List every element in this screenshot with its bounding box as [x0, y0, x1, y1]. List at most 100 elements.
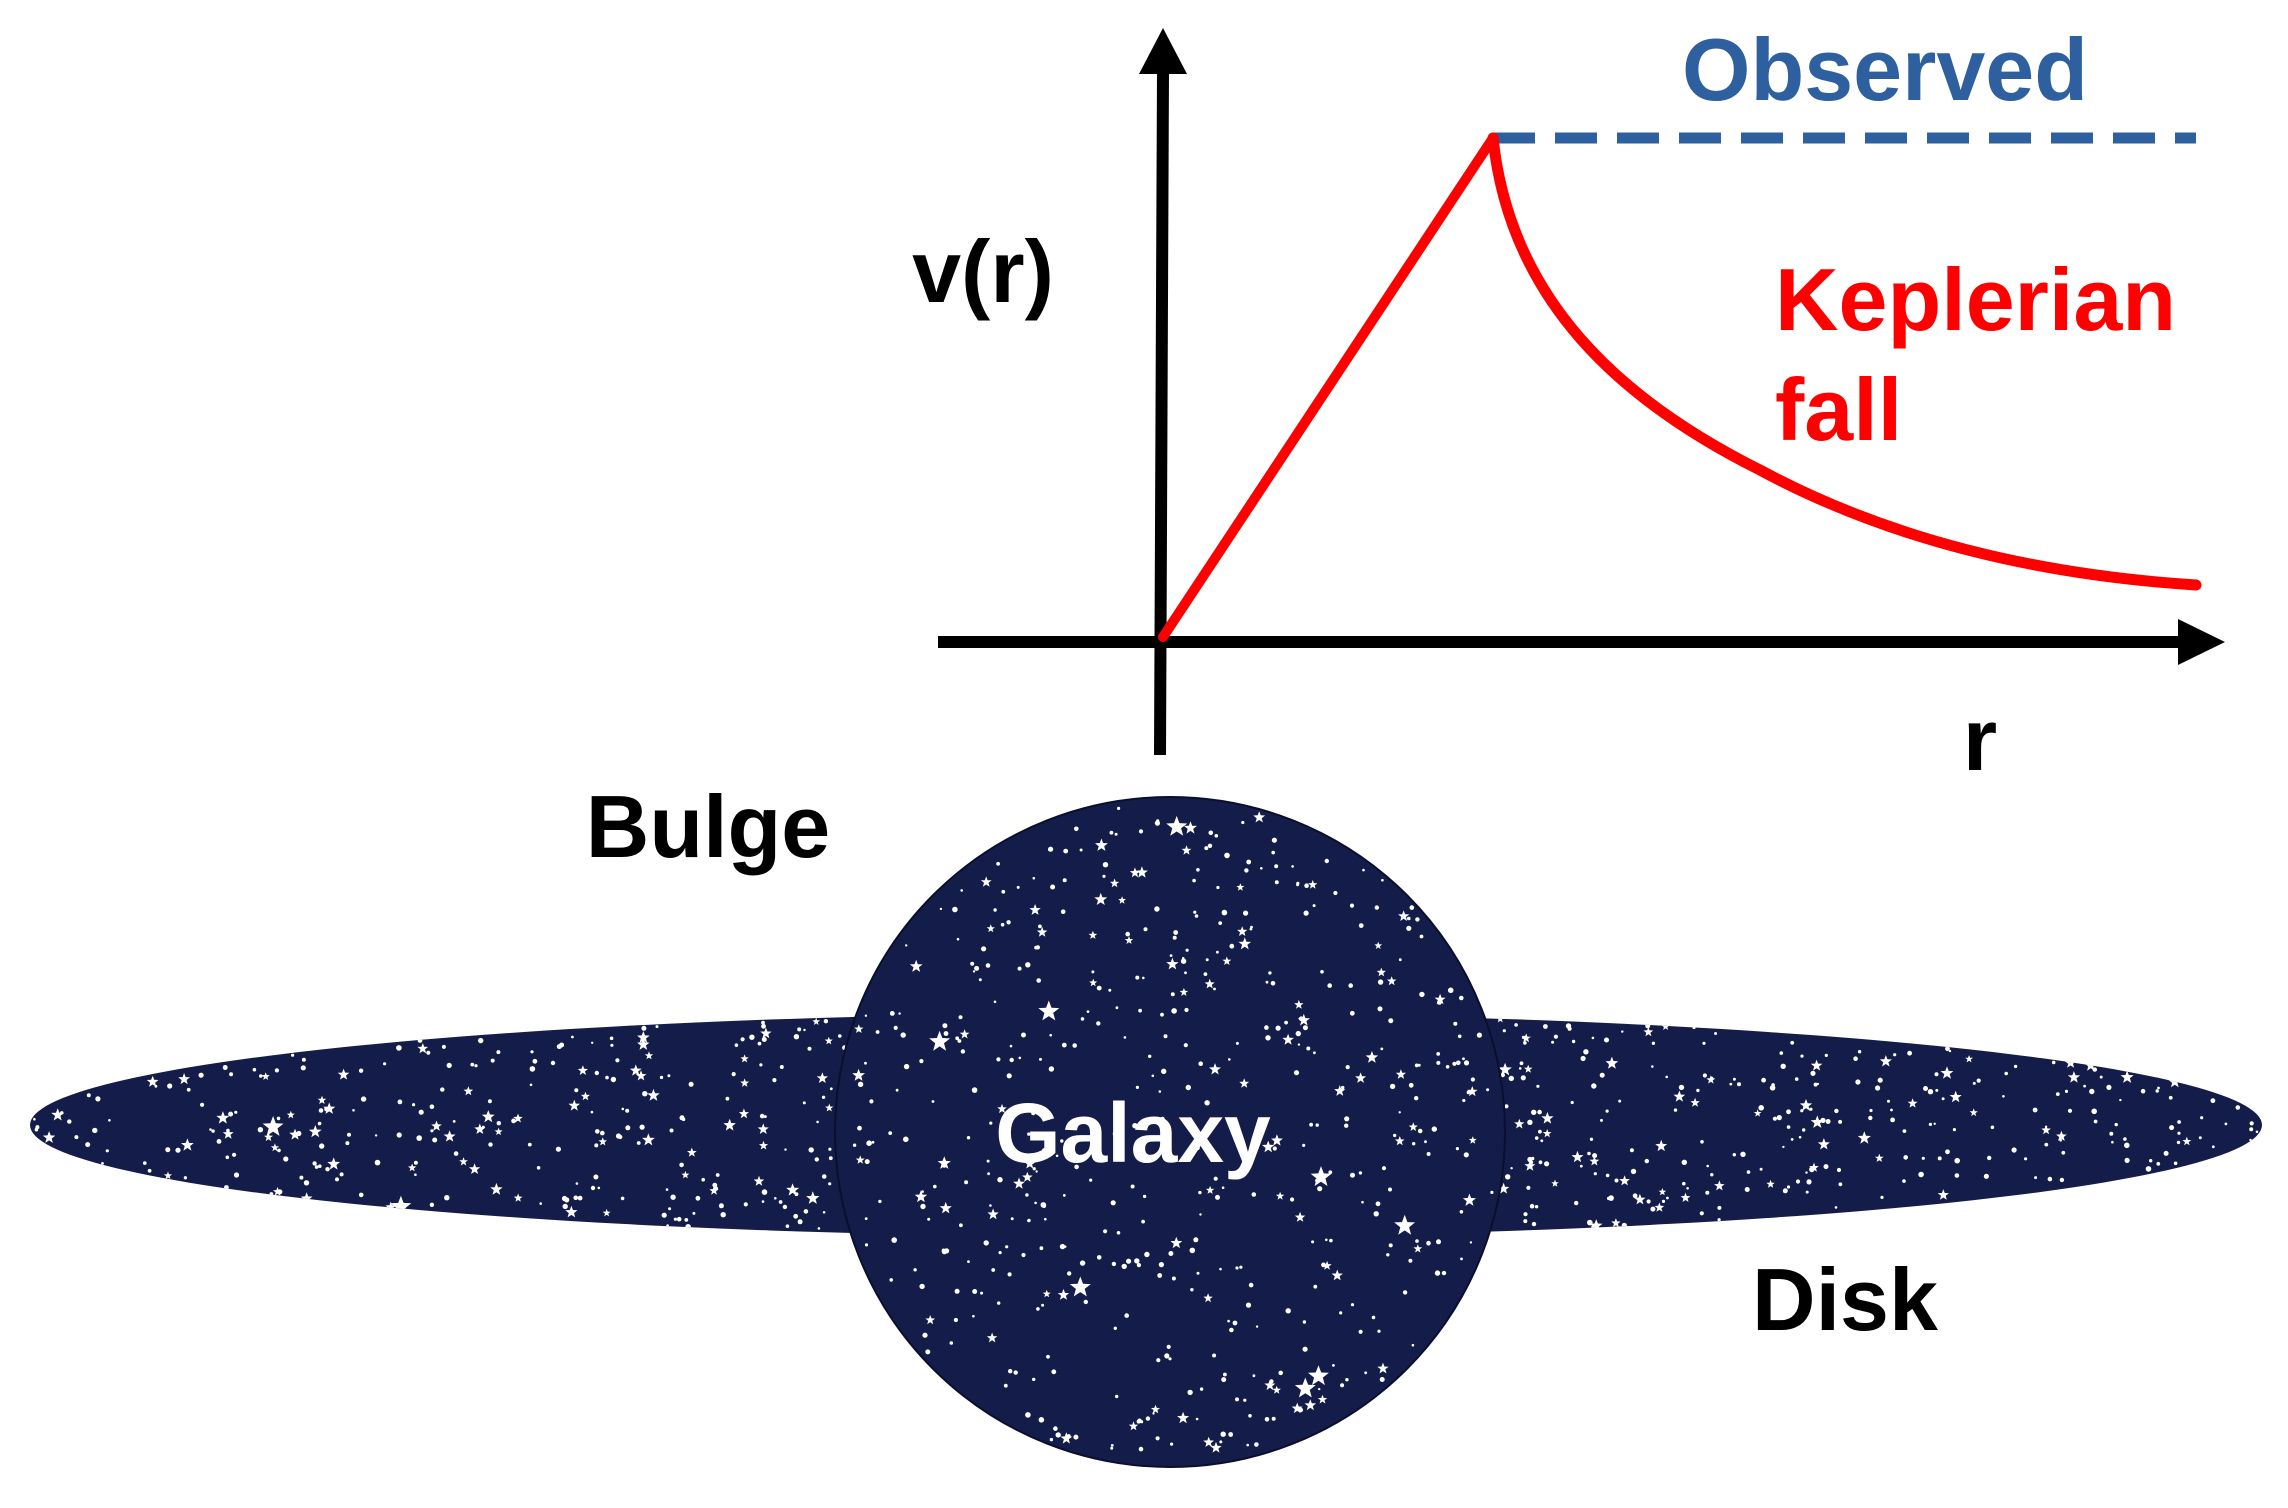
star-dot: [922, 1332, 928, 1338]
star-shape: [1317, 1394, 1328, 1404]
star-dot: [959, 1223, 963, 1228]
star-dot: [1470, 1077, 1475, 1082]
star-dot: [296, 1130, 302, 1137]
star-dot: [1514, 1023, 1518, 1027]
star-dot: [1463, 1152, 1469, 1158]
star-shape: [1661, 1022, 1670, 1030]
star-dot: [794, 1192, 799, 1197]
star-dot: [418, 1109, 424, 1115]
star-dot: [1203, 972, 1208, 976]
star-dot: [1536, 1084, 1540, 1088]
star-shape: [272, 1186, 283, 1196]
star-dot: [1729, 1082, 1733, 1086]
star-dot: [1251, 1192, 1257, 1197]
star-dot: [1408, 1258, 1413, 1263]
star-dot: [1379, 1377, 1385, 1382]
star-dot: [1782, 1188, 1788, 1194]
star-shape: [939, 1201, 952, 1214]
star-dot: [1232, 1320, 1238, 1326]
star-dot: [829, 1087, 833, 1091]
star-dot: [1116, 1231, 1121, 1235]
star-shape: [1057, 1288, 1070, 1300]
star-dot: [1411, 1343, 1415, 1347]
star-dot: [1074, 826, 1079, 832]
star-dot: [1371, 1315, 1376, 1320]
star-dot: [1534, 1205, 1539, 1209]
star-dot: [1035, 945, 1040, 950]
star-shape: [1042, 1289, 1051, 1298]
star-dot: [1345, 1378, 1349, 1382]
star-dot: [1245, 1302, 1252, 1308]
star-dot: [1510, 1167, 1513, 1170]
star-dot: [1144, 1251, 1150, 1258]
star-shape: [1514, 1118, 1525, 1129]
star-dot: [1295, 1030, 1302, 1037]
star-dot: [953, 1317, 959, 1323]
star-dot: [1229, 1327, 1234, 1333]
star-dot: [1195, 1145, 1200, 1151]
star-dot: [1398, 958, 1402, 962]
star-dot: [1184, 971, 1187, 975]
star-dot: [1436, 1239, 1441, 1245]
star-dot: [1794, 1077, 1799, 1081]
star-dot: [1049, 1033, 1052, 1037]
star-dot: [1744, 1187, 1750, 1192]
star-shape: [1238, 937, 1252, 950]
star-dot: [1419, 934, 1424, 939]
star-dot: [1987, 1155, 1992, 1161]
star-dot: [1798, 1135, 1802, 1139]
star-dot: [889, 1278, 893, 1282]
star-dot: [1302, 1143, 1306, 1147]
star-dot: [1163, 1034, 1168, 1039]
star-dot: [1227, 1319, 1230, 1323]
star-dot: [1007, 1272, 1012, 1277]
star-dot: [1079, 848, 1083, 852]
star-dot: [1135, 975, 1140, 980]
star-dot: [2168, 1095, 2173, 1100]
star-dot: [1166, 1344, 1171, 1349]
star-dot: [1268, 971, 1272, 975]
star-dot: [828, 1182, 832, 1186]
star-dot: [593, 1174, 599, 1180]
star-shape: [738, 1108, 749, 1119]
star-dot: [1661, 1199, 1666, 1203]
star-dot: [1130, 1184, 1135, 1189]
star-dot: [1271, 1416, 1276, 1421]
star-dot: [1324, 858, 1330, 864]
star-dot: [993, 908, 997, 912]
star-dot: [101, 1162, 104, 1165]
star-dot: [1190, 1288, 1194, 1292]
star-dot: [1221, 1186, 1225, 1189]
star-dot: [1928, 1122, 1932, 1126]
star-dot: [167, 1083, 173, 1089]
star-dot: [1902, 1129, 1907, 1133]
star-dot: [978, 978, 982, 982]
star-dot: [1772, 1116, 1777, 1121]
star-dot: [1213, 1176, 1218, 1181]
star-dot: [2124, 1157, 2130, 1163]
star-dot: [1426, 1152, 1431, 1156]
star-shape: [1394, 1136, 1405, 1146]
star-dot: [1349, 1010, 1355, 1016]
star-dot: [1502, 1029, 1506, 1033]
star-dot: [1644, 1158, 1650, 1164]
star-dot: [1838, 1182, 1843, 1187]
star-shape: [494, 1127, 503, 1136]
star-dot: [1618, 1099, 1622, 1103]
star-dot: [1006, 920, 1011, 925]
star-dot: [782, 1204, 788, 1210]
star-dot: [86, 1093, 91, 1098]
star-dot: [1038, 1417, 1045, 1423]
star-dot: [1219, 1267, 1222, 1271]
star-dot: [2051, 1060, 2056, 1065]
star-dot: [1044, 1217, 1047, 1221]
star-shape: [629, 1064, 642, 1076]
star-dot: [1945, 1149, 1950, 1155]
star-shape: [565, 1205, 578, 1218]
star-dot: [1795, 1179, 1801, 1184]
star-dot: [816, 1120, 819, 1124]
star-dot: [1246, 1443, 1249, 1447]
star-dot: [1349, 903, 1355, 908]
star-shape: [1036, 926, 1048, 937]
star-shape: [1209, 1063, 1221, 1075]
